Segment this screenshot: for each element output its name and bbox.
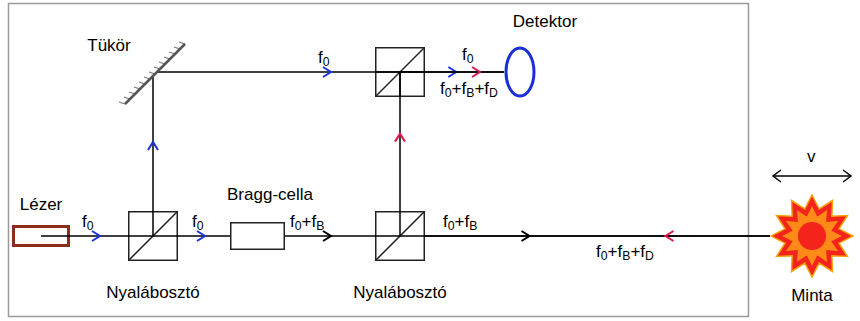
beam-splitter: Nyalábosztó — [128, 211, 178, 261]
beam-path — [70, 231, 128, 241]
beam-path — [395, 67, 504, 211]
mirror-shape — [150, 69, 156, 75]
beam-path — [178, 231, 230, 241]
velocity-arrow — [773, 170, 851, 182]
bragg-cell: Bragg-cella — [230, 222, 285, 250]
node-label: Lézer — [20, 195, 63, 215]
frequency-label: f0 — [192, 212, 204, 232]
laser-box-shape — [12, 225, 70, 247]
beam-splitter: Nyalábosztó — [375, 211, 425, 261]
mirror: Tükör — [150, 69, 156, 75]
detector: Detektor — [504, 46, 536, 98]
node-label: Nyalábosztó — [353, 283, 447, 303]
beam-splitter-shape — [375, 211, 425, 261]
beam-line — [425, 235, 770, 237]
node-label: Nyalábosztó — [106, 283, 200, 303]
node-label: Bragg-cella — [227, 185, 313, 205]
arrow-head — [148, 142, 158, 150]
beam-line — [400, 72, 504, 211]
arrow-head — [395, 134, 405, 142]
frequency-label: f0 — [318, 48, 330, 68]
bragg-cell-shape — [230, 222, 285, 250]
node-label: Tükör — [87, 36, 131, 56]
laser-box: Lézer — [12, 225, 70, 247]
frequency-label: f0 — [462, 45, 474, 65]
frequency-label: f0+fB — [443, 212, 477, 232]
beam-splitter-shape — [128, 211, 178, 261]
frequency-label: f0+fB+fD — [596, 242, 654, 262]
frequency-label: f0+fB+fD — [440, 79, 498, 99]
beam-path — [148, 75, 158, 211]
sample: Minta — [770, 194, 854, 278]
node-label: Minta — [791, 286, 833, 306]
beam-line — [425, 235, 770, 237]
velocity-label: v — [807, 147, 816, 167]
arrow-head — [472, 67, 480, 77]
detector-shape — [504, 46, 536, 98]
frequency-label: f0+fB — [290, 212, 324, 232]
sample-shape — [770, 194, 854, 278]
arrow-head — [666, 231, 674, 241]
frequency-label: f0 — [82, 212, 94, 232]
instrument-frame — [9, 4, 749, 317]
node-label: Detektor — [513, 12, 577, 32]
